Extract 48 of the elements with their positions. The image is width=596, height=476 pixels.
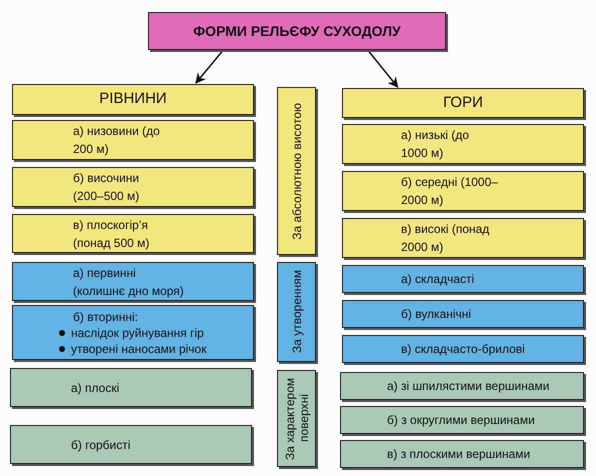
title-box <box>148 12 446 50</box>
type-box <box>342 171 584 211</box>
criterion-box <box>277 370 316 467</box>
criterion-box <box>277 262 316 362</box>
type-label: в) плоскогір’я (понад 500 м) <box>73 216 150 252</box>
type-label: а) низькі (до 1000 м) <box>401 127 470 162</box>
type-box <box>340 406 584 434</box>
type-label: б) височини (200–500 м) <box>73 170 140 205</box>
type-box <box>12 214 254 253</box>
root-label: ФОРМИ РЕЛЬЄФУ СУХОДОЛУ <box>193 22 401 41</box>
type-label: б) середні (1000–2000 м) <box>401 174 499 209</box>
type-label: в) складчасто-брилові <box>401 341 526 358</box>
type-label: а) плоскі <box>71 380 120 396</box>
criterion-label: За абсолютною висотою <box>290 102 304 240</box>
type-label: а) первинні (колишнє дно моря) <box>73 264 185 300</box>
type-label: в) з плоскими вершинами <box>387 446 532 463</box>
type-box <box>342 218 584 258</box>
list-item: наслідок руйнування гір <box>71 324 204 340</box>
type-label: а) низовини (до 200 м) <box>73 123 161 158</box>
type-box <box>12 120 254 160</box>
type-label: б) з округлими вершинами <box>387 412 536 429</box>
category-box <box>342 88 584 118</box>
type-box <box>12 262 254 301</box>
type-box <box>342 265 584 293</box>
type-label: в) високі (понад 2000 м) <box>401 221 490 256</box>
type-box <box>340 440 584 468</box>
arrow <box>195 50 224 84</box>
type-box <box>342 300 584 328</box>
criterion-box <box>277 87 316 255</box>
type-box <box>340 372 584 400</box>
type-box <box>342 124 584 164</box>
type-label: а) зі шпилястими вершинами <box>387 378 550 395</box>
criterion-label: За утворенням <box>290 270 304 354</box>
type-box <box>10 368 252 407</box>
type-label: б) вулканічні <box>401 306 472 323</box>
type-box <box>10 425 252 464</box>
category-box <box>12 84 254 115</box>
type-box <box>12 167 254 207</box>
category-heading: РІВНИНИ <box>99 89 167 110</box>
arrow <box>368 50 398 88</box>
criterion-label: За характером поверхні <box>282 376 310 462</box>
type-label: б) горбисті <box>71 436 132 454</box>
category-heading: ГОРИ <box>443 92 483 113</box>
type-box <box>12 305 254 360</box>
type-label: а) складчасті <box>401 271 476 288</box>
type-box <box>342 335 584 363</box>
type-label: б) вторинні: <box>73 308 139 324</box>
list-item: утворені наносами річок <box>71 340 206 356</box>
